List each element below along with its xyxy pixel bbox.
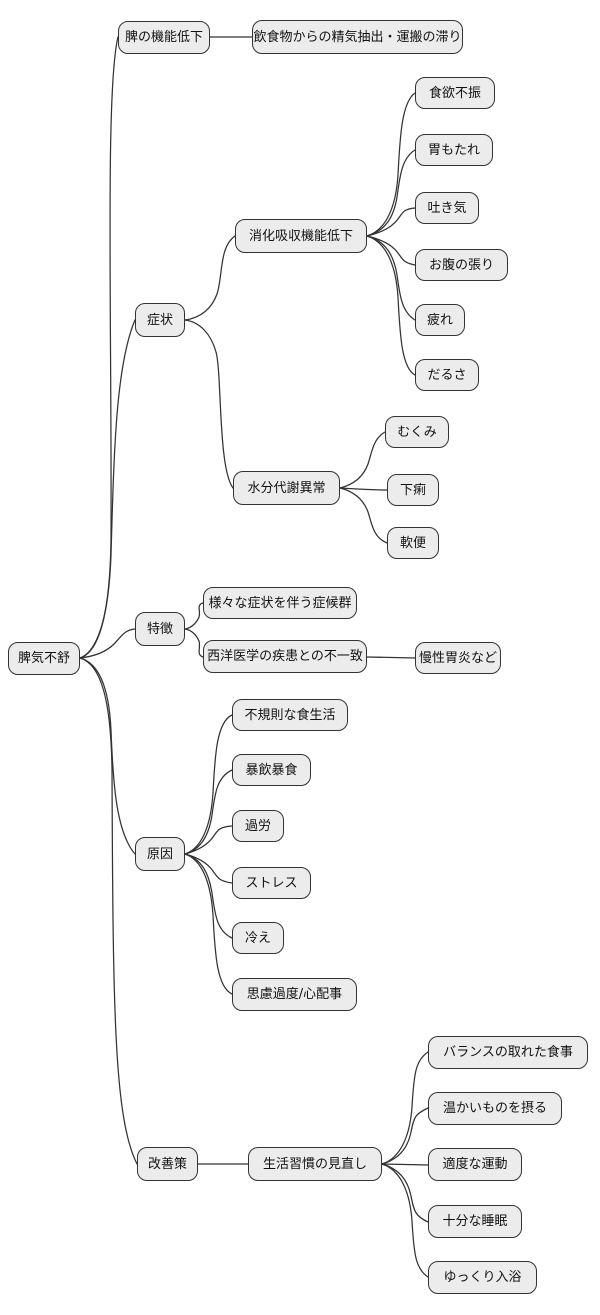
node-coldness: 冷え (232, 922, 284, 954)
node-water-metabolism: 水分代謝異常 (233, 471, 340, 505)
node-causes: 原因 (135, 837, 185, 871)
node-warm-food: 温かいものを摂る (428, 1092, 562, 1125)
edge-lifestyle-sleep (381, 1163, 429, 1223)
edge-symptoms-digestion (184, 235, 236, 321)
node-western-mismatch: 西洋医学の疾患との不一致 (203, 640, 367, 673)
edge-lifestyle-bath (381, 1163, 429, 1278)
node-relaxed-bath: ゆっくり入浴 (428, 1261, 537, 1294)
edge-digestion-appetite (366, 92, 416, 237)
node-syndrome-various: 様々な症状を伴う症候群 (203, 587, 357, 619)
edge-causes-overwork (184, 825, 233, 855)
node-diarrhea: 下痢 (387, 474, 439, 506)
edge-causes-overthinking (184, 853, 233, 995)
edge-causes-irregular-diet (184, 714, 233, 855)
edge-root-spleen-function (79, 36, 119, 659)
node-features: 特徴 (135, 612, 185, 646)
node-moderate-exercise: 適度な運動 (428, 1148, 522, 1181)
node-enough-sleep: 十分な睡眠 (428, 1205, 522, 1238)
edge-digestion-sluggishness (366, 235, 416, 376)
edge-digestion-bloating (366, 235, 416, 266)
node-spleen-function: 脾の機能低下 (118, 21, 210, 54)
node-stomach-heaviness: 胃もたれ (415, 134, 493, 166)
edge-symptoms-water (184, 319, 234, 489)
edge-causes-stress (184, 853, 233, 884)
node-root: 脾気不舒 (8, 642, 80, 675)
edge-root-improvement (79, 657, 138, 1165)
node-overeating: 暴飲暴食 (232, 754, 311, 786)
node-sluggishness: だるさ (415, 359, 479, 391)
node-loose-stool: 軟便 (387, 527, 439, 559)
edge-water-swelling (339, 431, 386, 489)
node-bloating: お腹の張り (415, 249, 508, 281)
edge-features-syndrome (184, 602, 204, 630)
node-appetite-loss: 食欲不振 (415, 77, 495, 109)
node-improvement: 改善策 (137, 1147, 198, 1181)
edge-lifestyle-balanced-diet (381, 1051, 429, 1165)
edge-root-features (79, 628, 136, 659)
node-irregular-diet: 不規則な食生活 (232, 699, 348, 731)
node-nausea: 吐き気 (415, 192, 479, 224)
edge-root-symptoms (79, 319, 136, 659)
edge-mismatch-gastritis (366, 656, 416, 659)
node-overthinking: 思慮過度/心配事 (232, 978, 357, 1011)
node-symptoms: 症状 (135, 303, 185, 337)
node-overwork: 過労 (232, 810, 284, 842)
edge-features-mismatch (184, 628, 204, 658)
node-lifestyle-review: 生活習慣の見直し (248, 1147, 382, 1181)
node-chronic-gastritis: 慢性胃炎など (415, 642, 501, 674)
node-fatigue: 疲れ (415, 304, 465, 336)
edge-digestion-fatigue (366, 235, 416, 321)
edge-water-diarrhea (339, 487, 388, 491)
edge-water-loose-stool (339, 487, 388, 544)
node-seiki-delay: 飲食物からの精気抽出・運搬の滞り (252, 20, 463, 54)
edge-causes-overeating (184, 769, 233, 855)
edge-root-causes (79, 657, 136, 855)
node-balanced-diet: バランスの取れた食事 (428, 1036, 588, 1069)
edge-lifestyle-warm-food (381, 1107, 429, 1165)
node-swelling: むくみ (385, 416, 449, 448)
edge-digestion-nausea (366, 207, 416, 237)
edge-causes-coldness (184, 853, 233, 939)
node-digestion-decline: 消化吸収機能低下 (235, 219, 367, 253)
node-stress: ストレス (232, 867, 311, 899)
edge-digestion-stomach (366, 149, 416, 237)
edge-lifestyle-exercise (381, 1163, 429, 1166)
